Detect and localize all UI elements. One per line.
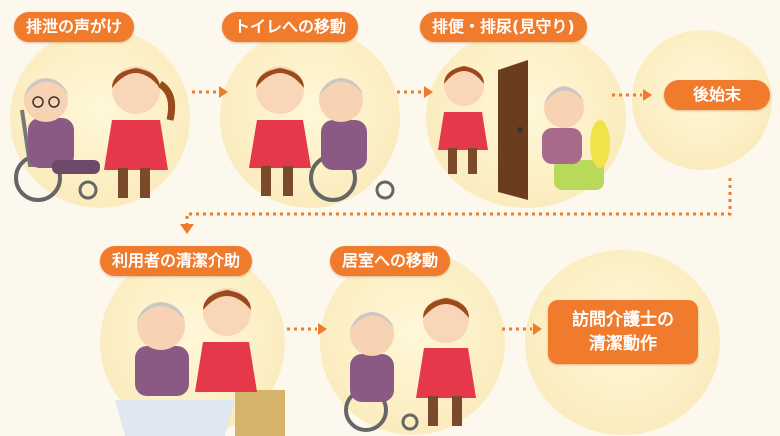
elderly-person-icon (135, 302, 189, 396)
step-4-label: 後始末 (664, 80, 770, 110)
step-3-illustration (438, 60, 610, 200)
caregiver-icon (416, 297, 476, 426)
step-1-illustration (14, 66, 176, 202)
caregiver-icon (438, 66, 488, 174)
sink-icon (115, 390, 285, 436)
door-icon (498, 60, 528, 200)
toilet-icon (554, 120, 610, 190)
caregiver-icon (249, 66, 311, 196)
elderly-person-icon (319, 78, 367, 170)
step-7-label-line-2: 清潔動作 (589, 334, 657, 354)
elderly-person-icon (542, 86, 584, 164)
step-6-label: 居室への移動 (330, 246, 451, 276)
arrow-step-2-to-3 (397, 86, 433, 98)
arrow-step-6-to-7 (502, 323, 542, 335)
step-2-illustration (249, 66, 395, 202)
elderly-person-icon (350, 312, 394, 402)
elderly-person-icon (24, 78, 100, 174)
step-6-background-circle (320, 250, 505, 435)
arrow-step-4-to-5 (180, 178, 732, 234)
step-2-label: トイレへの移動 (222, 12, 359, 42)
step-7-label-box: 訪問介護士の 清潔動作 (548, 300, 698, 364)
caregiver-icon (195, 288, 257, 392)
step-5-label: 利用者の清潔介助 (100, 246, 253, 276)
step-3-label: 排便・排尿(見守り) (420, 12, 587, 42)
step-1-label: 排泄の声がけ (14, 12, 135, 42)
caregiver-icon (104, 66, 176, 198)
arrow-step-5-to-6 (287, 323, 327, 335)
step-7-label-line-1: 訪問介護士の (572, 310, 674, 330)
step-5-illustration (115, 288, 285, 436)
arrow-step-3-to-4 (612, 89, 652, 101)
step-6-illustration (344, 297, 476, 432)
arrow-step-1-to-2 (192, 86, 228, 98)
